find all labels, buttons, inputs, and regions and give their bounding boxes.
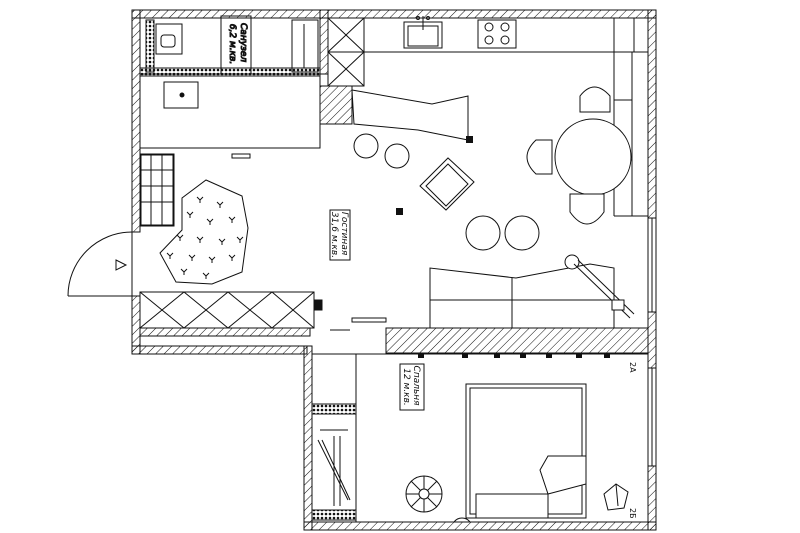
stove-icon [477, 19, 517, 49]
bedroom-doorway [312, 317, 387, 404]
round-ottoman [405, 475, 443, 513]
bedroom-label: Спальня 12 м.кв. [401, 366, 421, 409]
bedroom-area: 12 м.кв. [401, 368, 411, 406]
marker-2a: 2А [628, 362, 637, 373]
curtain-rail [418, 354, 610, 358]
living-room-area: 31,6 м.кв. [329, 212, 339, 258]
bar-stools [353, 133, 410, 169]
entrance-door[interactable] [67, 231, 133, 297]
marker-2b: 2Б [628, 508, 637, 519]
windows [647, 217, 657, 467]
rug-pattern [166, 196, 244, 279]
living-room-label: Гостиная 31,6 м.кв. [329, 212, 349, 258]
bathroom-label: Санузел 6,2 м.кв. [227, 23, 248, 65]
floor-lamp [564, 254, 635, 319]
bathroom-name: Санузел [238, 23, 248, 62]
hallway [139, 75, 323, 329]
bed [465, 383, 587, 519]
armchair [419, 157, 475, 211]
bathroom: Санузел 6,2 м.кв. [139, 15, 321, 77]
sofa [429, 263, 615, 329]
bedroom-name: Спальня [411, 366, 421, 407]
bathtub [291, 19, 319, 73]
door-swing-small [453, 517, 471, 523]
living-room-name: Гостиная [339, 212, 349, 256]
bathroom-area: 6,2 м.кв. [227, 24, 237, 64]
bedroom [311, 353, 648, 523]
rug [159, 179, 249, 285]
dining-set [526, 86, 632, 225]
side-stool [603, 483, 629, 511]
sink-icon [403, 16, 443, 49]
bar-counter [351, 89, 469, 141]
stools [465, 215, 540, 251]
toilet-icon [155, 23, 183, 55]
